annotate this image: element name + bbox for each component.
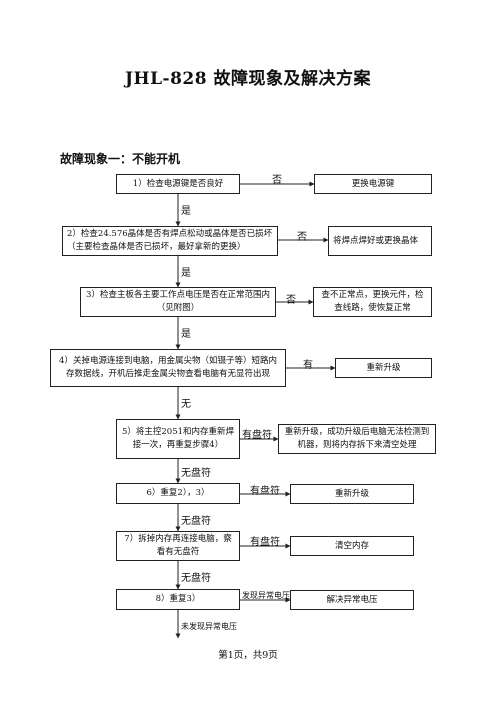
- step-8-text: 8）重复3）: [155, 594, 201, 604]
- step-5-no-label: 有盘符: [242, 430, 272, 441]
- step-4-action: 重新升级: [366, 362, 401, 373]
- step-5-box: 5）将主控2051和内存重新焊接一次，再重复步骤4）: [116, 419, 240, 459]
- step-6-box: 6）重复2），3）: [116, 483, 240, 504]
- step-8-no-label: 发现异常电压: [242, 591, 290, 600]
- step-4-text: 4）关掉电源连接到电脑，用金属尖物（如镊子等）短路内存数据线，开机后推走金属尖物…: [59, 356, 277, 379]
- step-3-action: 查不正常点，更换元件，检查线路，使恢复正常: [321, 290, 424, 313]
- section-title: 故障现象一：不能开机: [60, 152, 181, 166]
- step-8-box: 8）重复3）: [116, 589, 240, 610]
- step-1-action: 更换电源键: [351, 178, 395, 189]
- step-2-next-label: 是: [181, 268, 191, 279]
- step-8-action: 解决异常电压: [326, 594, 378, 605]
- step-1-text: 1）检查电源键是否良好: [132, 178, 224, 189]
- step-7-next-label: 无盘符: [181, 573, 211, 584]
- step-3-text: 3）检查主板各主要工作点电压是否在正常范围内（见附图）: [86, 290, 270, 313]
- step-4-action-box: 重新升级: [335, 358, 432, 378]
- page-title: JHL-828 故障现象及解决方案: [124, 69, 372, 89]
- step-8-next-label: 未发现异常电压: [181, 622, 237, 631]
- step-2-action: 将焊点焊好或更换晶体: [333, 235, 419, 246]
- step-7-text: 7）拆掉内存再连接电脑，察看有无盘符: [124, 534, 232, 557]
- step-3-action-box: 查不正常点，更换元件，检查线路，使恢复正常: [313, 287, 432, 317]
- step-6-action-box: 重新升级: [290, 484, 414, 504]
- step-3-no-label: 否: [286, 295, 296, 306]
- step-8-action-box: 解决异常电压: [290, 590, 414, 610]
- step-2-text: 2）检查24.576晶体是否有焊点松动或晶体是否已损坏（主要检查晶体是否已损坏，…: [67, 229, 273, 252]
- step-1-no-label: 否: [272, 175, 282, 186]
- step-3-next-label: 是: [181, 329, 191, 340]
- step-4-box: 4）关掉电源连接到电脑，用金属尖物（如镊子等）短路内存数据线，开机后推走金属尖物…: [50, 349, 286, 387]
- step-6-next-label: 无盘符: [181, 516, 211, 527]
- step-7-action: 清空内存: [334, 540, 369, 551]
- page-footer: 第1页，共9页: [218, 650, 278, 661]
- step-6-no-label: 有盘符: [250, 486, 280, 497]
- step-6-text: 6）重复2），3）: [146, 488, 210, 498]
- step-1-next-label: 是: [181, 206, 191, 217]
- step-5-next-label: 无盘符: [181, 468, 211, 479]
- step-2-no-label: 否: [297, 232, 307, 243]
- step-4-next-label: 无: [181, 399, 191, 410]
- step-2-box: 2）检查24.576晶体是否有焊点松动或晶体是否已损坏（主要检查晶体是否已损坏，…: [62, 226, 278, 256]
- step-7-action-box: 清空内存: [290, 536, 414, 556]
- step-7-box: 7）拆掉内存再连接电脑，察看有无盘符: [116, 531, 240, 561]
- step-4-no-label: 有: [303, 360, 313, 371]
- step-2-action-box: 将焊点焊好或更换晶体: [328, 226, 432, 256]
- step-5-action: 重新升级，成功升级后电脑无法检测到机器，则将内存拆下来清空处理: [284, 427, 430, 450]
- step-5-action-box: 重新升级，成功升级后电脑无法检测到机器，则将内存拆下来清空处理: [278, 424, 436, 454]
- step-6-action: 重新升级: [334, 488, 369, 499]
- step-1-action-box: 更换电源键: [314, 174, 432, 194]
- step-3-box: 3）检查主板各主要工作点电压是否在正常范围内（见附图）: [80, 287, 276, 317]
- step-7-no-label: 有盘符: [250, 537, 280, 548]
- step-1-box: 1）检查电源键是否良好: [116, 174, 240, 194]
- step-5-text: 5）将主控2051和内存重新焊接一次，再重复步骤4）: [121, 427, 235, 450]
